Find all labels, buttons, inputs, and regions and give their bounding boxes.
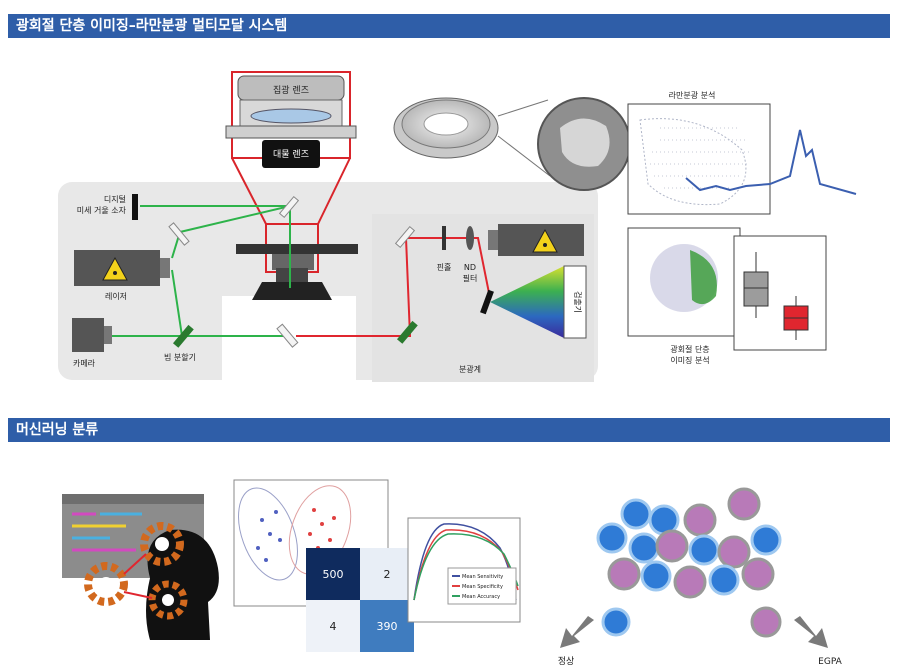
dispersed-spectrum (490, 266, 564, 338)
legend-sensitivity: Mean Sensitivity (462, 574, 503, 580)
dmd-element (132, 194, 138, 220)
gear-icon (140, 522, 184, 566)
dmd-label-line1: 디지털 (104, 194, 126, 204)
spectrometer-label: 분광계 (459, 364, 481, 374)
matrix-cell: 500 (323, 568, 344, 581)
detector-label: 검출기 (573, 291, 583, 313)
laser-device (74, 250, 170, 286)
pinhole-label: 핀홀 (437, 262, 452, 272)
gear-link (123, 591, 153, 599)
section-title-ml: 머신러닝 분류 (8, 418, 890, 442)
raman-laser-device (488, 224, 584, 256)
detector-element (563, 265, 587, 339)
odt-analysis-label-line1: 광회절 단층 (670, 344, 709, 354)
mirror (276, 323, 299, 348)
section-title-multimodal: 광회절 단층 이미징–라만분광 멀티모달 시스템 (8, 14, 890, 38)
normal-cell (601, 607, 631, 637)
mirror (394, 225, 416, 249)
nd-filter-label-line2: 필터 (463, 273, 478, 283)
legend-accuracy: Mean Accuracy (462, 594, 500, 600)
objective-lens-label: 대물 렌즈 (273, 149, 309, 160)
odt-analysis-label-line2: 이미징 분석 (670, 355, 709, 365)
arrow-egpa-icon (794, 616, 828, 648)
camera-device (72, 318, 112, 352)
nd-filter-element (466, 226, 474, 250)
camera-label: 카메라 (73, 359, 96, 368)
pinhole-element (442, 226, 446, 250)
boxplot (743, 252, 809, 340)
legend-specificity: Mean Specificity (462, 584, 503, 590)
confusion-matrix: 500 2 4 390 (306, 548, 414, 652)
odt-analysis-panel (627, 227, 827, 351)
arrow-normal-icon (560, 616, 594, 648)
matrix-cell: 390 (377, 620, 398, 633)
ml-computer-illustration (62, 494, 219, 640)
dmd-label-line2: 미세 거울 소자 (77, 206, 127, 215)
normal-output-label: 정상 (558, 656, 575, 667)
cell-cluster (596, 487, 782, 638)
mirror (278, 195, 300, 219)
raman-analysis-label: 라만분광 분석 (669, 90, 716, 100)
condenser-lens-label: 집광 렌즈 (273, 84, 309, 96)
matrix-cell: 4 (330, 620, 337, 633)
gear-link (123, 553, 147, 575)
raman-spectrum-line (685, 129, 857, 195)
gear-icon (84, 562, 128, 606)
beam-splitter-label: 빔 분할기 (164, 352, 196, 362)
laser-label: 레이저 (105, 291, 127, 301)
metrics-curve-plot: Mean Sensitivity Mean Specificity Mean A… (407, 517, 521, 623)
dichroic-element (396, 320, 418, 344)
mirror (168, 222, 190, 246)
gear-icon (148, 580, 188, 620)
grating-element (480, 289, 494, 315)
egpa-cell (750, 606, 782, 638)
egpa-output-label: EGPA (818, 657, 843, 667)
beam-splitter-element (172, 324, 194, 348)
matrix-cell: 2 (384, 568, 391, 581)
raman-analysis-panel (627, 103, 857, 215)
microscope (225, 71, 358, 300)
sample-dish (393, 97, 631, 191)
nd-filter-label-line1: ND (464, 263, 476, 272)
